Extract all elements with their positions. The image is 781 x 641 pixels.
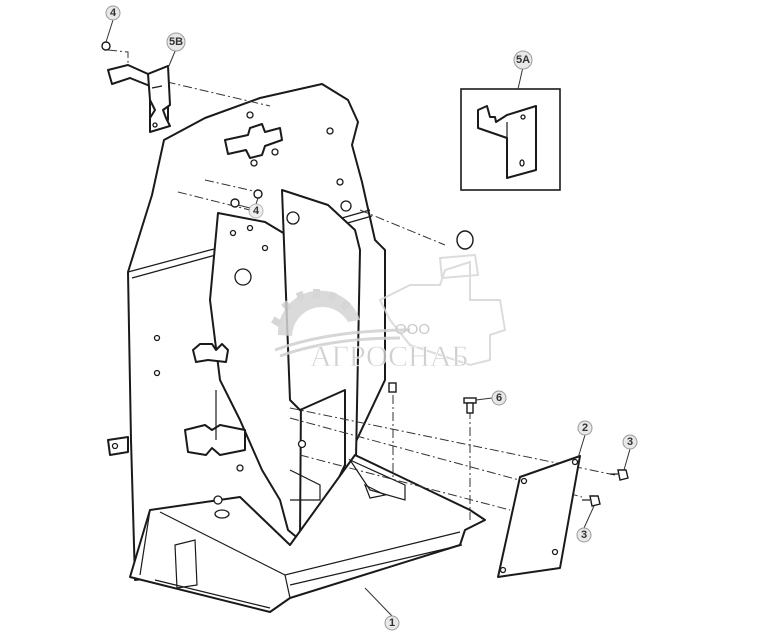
cover-plate-2-part [497, 455, 581, 578]
callout-3a: 3 [622, 434, 638, 450]
plug-cap-icon [456, 230, 474, 250]
bolt-3b-icon [582, 495, 601, 507]
bracket-5b-part [101, 41, 171, 133]
callout-3b: 3 [576, 527, 592, 543]
svg-text:4: 4 [110, 7, 117, 19]
watermark-logo: ООО АГРОСНАБ [271, 253, 507, 373]
watermark-prefix: ООО [395, 321, 430, 338]
svg-text:2: 2 [582, 422, 588, 434]
svg-text:6: 6 [496, 392, 502, 404]
bolt-6-icon [463, 397, 477, 414]
svg-text:3: 3 [627, 436, 633, 448]
callout-2: 2 [577, 420, 593, 436]
callout-4b: 4 [248, 203, 264, 219]
callout-6: 6 [491, 390, 507, 406]
svg-text:5B: 5B [169, 36, 183, 48]
stud-icon [388, 382, 397, 393]
svg-text:4: 4 [253, 205, 260, 217]
bolt-4-pair-icon [230, 189, 263, 208]
callout-5b: 5B [166, 32, 186, 52]
svg-text:3: 3 [581, 529, 587, 541]
callout-4a: 4 [105, 5, 121, 21]
callout-5a: 5A [513, 50, 533, 70]
svg-text:1: 1 [389, 617, 395, 629]
callout-1: 1 [384, 615, 400, 631]
assembly-lines [107, 49, 616, 520]
bolt-3a-icon [610, 469, 629, 481]
main-frame-part [107, 83, 486, 613]
svg-text:5A: 5A [516, 54, 530, 66]
inset-5a-box [460, 88, 561, 191]
bolts [230, 189, 629, 507]
leader-lines [105, 19, 631, 617]
watermark-brand: АГРОСНАБ [310, 340, 469, 373]
